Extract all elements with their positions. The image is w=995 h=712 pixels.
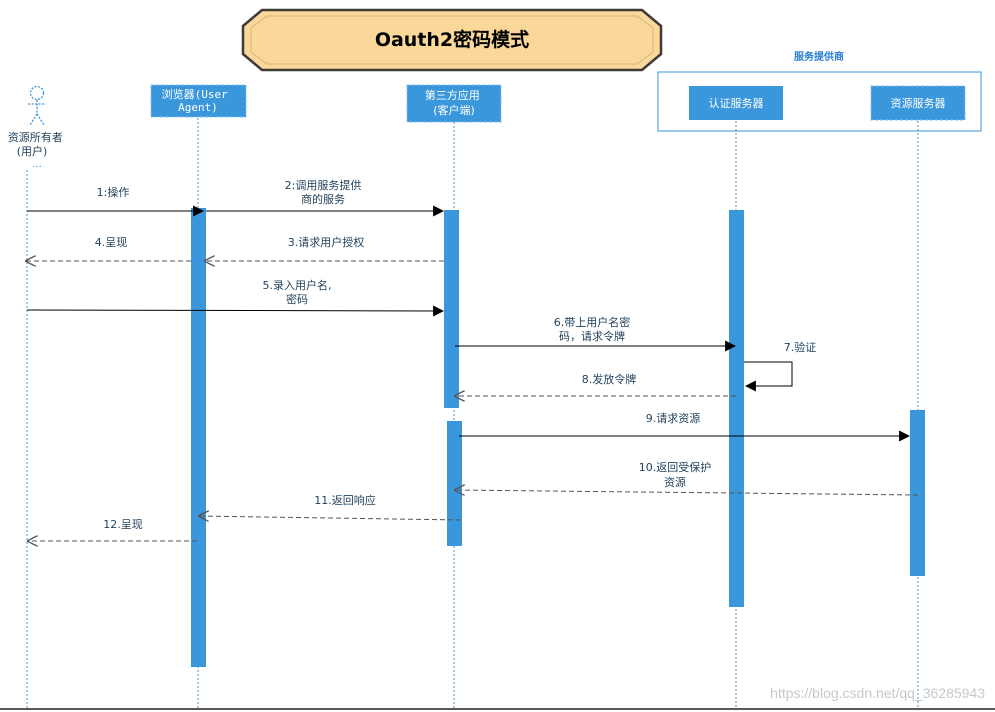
watermark-text: https://blog.csdn.net/qq_36285943 — [770, 685, 985, 701]
message-label-3: 3.请求用户授权 — [288, 235, 365, 249]
activation-client-2 — [447, 421, 462, 546]
activation-auth-server — [729, 210, 744, 607]
message-label-8: 8.发放令牌 — [582, 372, 637, 386]
message-label-4: 4.呈现 — [95, 236, 128, 249]
provider-group-label: 服务提供商 — [794, 50, 844, 63]
message-label-10: 10.返回受保护资源 — [639, 460, 712, 489]
title-banner: Oauth2密码模式 — [241, 8, 663, 72]
message-arrow-11 — [199, 516, 462, 520]
client-label-line1: 第三方应用 — [425, 88, 480, 102]
owner-label-line2: (用户) — [17, 144, 48, 158]
client-label-line2: (客户端) — [433, 103, 475, 117]
participant-client: 第三方应用 (客户端) — [406, 84, 502, 123]
message-label-6: 6.带上用户名密码，请求令牌 — [554, 315, 631, 343]
auth-server-label: 认证服务器 — [709, 97, 764, 110]
message-arrow-7 — [744, 361, 793, 392]
participant-browser: 浏览器(User Agent) — [150, 84, 247, 118]
provider-group: 服务提供商 — [657, 50, 982, 132]
browser-label: 浏览器(User Agent) — [162, 87, 235, 114]
diagram-title: Oauth2密码模式 — [375, 28, 529, 51]
participant-auth-server: 认证服务器 — [689, 86, 783, 120]
lifelines — [26, 118, 919, 708]
messages: 1:操作 2:调用服务提供商的服务 3.请求用户授权 4.呈现 5.录入用户名,… — [26, 178, 919, 541]
resource-server-label: 资源服务器 — [891, 96, 946, 110]
client-label: 第三方应用 (客户端) — [425, 88, 484, 117]
browser-label-line1: 浏览器(User — [162, 87, 228, 101]
message-label-1: 1:操作 — [97, 185, 130, 199]
message-label-12: 12.呈现 — [103, 518, 143, 531]
activation-browser — [191, 208, 206, 667]
message-label-5: 5.录入用户名,密码 — [263, 278, 332, 306]
owner-label-line1: 资源所有者 — [8, 130, 63, 144]
owner-label: 资源所有者 (用户) — [8, 130, 67, 158]
activation-bars — [191, 208, 925, 667]
message-label-11: 11.返回响应 — [314, 493, 376, 507]
message-arrow-5 — [26, 305, 445, 317]
message-label-2: 2:调用服务提供商的服务 — [285, 178, 362, 206]
participant-resource-server: 资源服务器 — [870, 85, 966, 121]
message-label-9: 9.请求资源 — [646, 411, 701, 425]
owner-actor: 资源所有者 (用户) ··· — [8, 85, 67, 173]
browser-label-line2: Agent) — [178, 101, 218, 114]
activation-resource-server — [910, 410, 925, 576]
message-arrow-10 — [455, 490, 919, 495]
owner-ellipsis: ··· — [32, 162, 42, 173]
message-label-7: 7.验证 — [784, 340, 817, 354]
person-icon — [28, 85, 46, 126]
activation-client-1 — [444, 210, 459, 408]
